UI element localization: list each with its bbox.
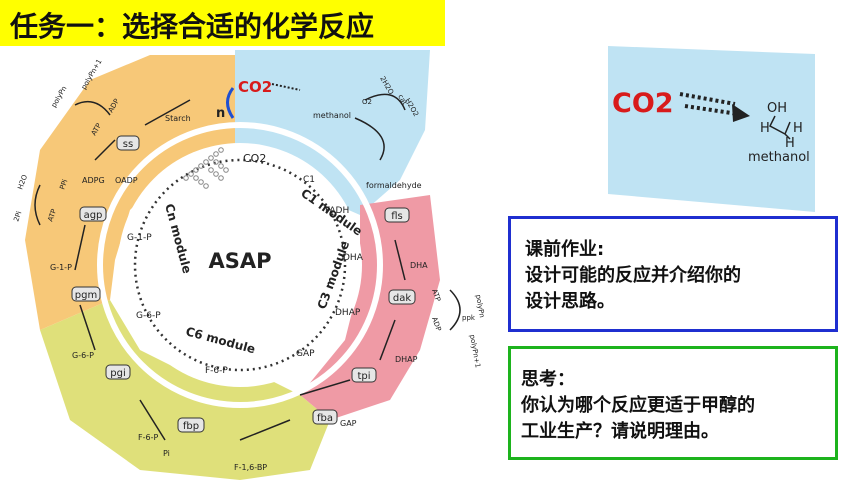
think-line2: 工业生产？请说明理由。 xyxy=(521,421,719,442)
homework-box: 课前作业: 设计可能的反应并介绍你的 设计思路。 xyxy=(508,216,838,332)
enzyme-pgi: pgi xyxy=(110,368,125,379)
outer-n: n xyxy=(216,106,225,121)
enzyme-agp: agp xyxy=(84,210,103,221)
outer-ppk: ppk xyxy=(462,314,476,322)
zoom-co2: CO2 xyxy=(612,88,674,119)
outer-methanol: methanol xyxy=(313,111,351,120)
inner-dhap: DHAP xyxy=(335,308,361,318)
outer-dha: DHA xyxy=(410,261,428,270)
c6-module-sector xyxy=(40,300,330,480)
asap-pathway-diagram: ASAP C1 module C3 module C6 module Cn mo… xyxy=(12,50,486,480)
inner-f6p: F-6-P xyxy=(205,366,228,376)
homework-line2: 设计思路。 xyxy=(525,291,615,312)
outer-polyp-right: polyPn xyxy=(474,294,486,318)
outer-atp-right: ATP xyxy=(430,288,442,303)
outer-adpg: ADPG xyxy=(82,176,105,185)
outer-dhap: DHAP xyxy=(395,355,418,364)
enzyme-fls: fls xyxy=(391,211,403,222)
inner-dha: DHA xyxy=(343,253,364,263)
enzyme-fba: fba xyxy=(317,413,333,424)
outer-co2: CO2 xyxy=(238,78,272,96)
zoom-h3: H xyxy=(785,136,795,151)
outer-starch: Starch xyxy=(165,114,191,123)
outer-atp-left: ATP xyxy=(46,208,58,223)
outer-polyp1-right: polyPn+1 xyxy=(468,334,482,369)
dotted-arrow-icon xyxy=(679,92,739,116)
title-banner: 任务一：选择合适的化学反应 xyxy=(0,0,445,46)
inner-g1p: G-1-P xyxy=(127,233,152,243)
outer-ppi: PPi xyxy=(58,178,69,190)
inner-fadh: FADH xyxy=(325,206,349,216)
outer-g6p: G-6-P xyxy=(72,351,94,360)
outer-polyp-top: polyPn xyxy=(50,85,69,109)
homework-heading: 课前作业: xyxy=(525,239,605,260)
inner-g6p: G-6-P xyxy=(136,311,161,321)
zoom-h1: H xyxy=(760,121,770,136)
outer-adp-right: ADP xyxy=(430,316,442,332)
inner-c1: C1 xyxy=(303,175,315,185)
co2-to-methanol-zoom: CO2 OH H H H methanol xyxy=(608,46,815,212)
inner-gap: GAP xyxy=(296,349,315,359)
outer-twopi: 2Pi xyxy=(12,210,23,223)
enzyme-pgm: pgm xyxy=(75,290,97,301)
enzyme-ss: ss xyxy=(123,139,133,150)
outer-f16bp: F-1,6-BP xyxy=(234,463,267,472)
zoom-h2: H xyxy=(793,121,803,136)
outer-g1p: G-1-P xyxy=(50,263,72,272)
outer-gap: GAP xyxy=(340,419,357,428)
enzyme-dak: dak xyxy=(393,293,411,304)
zoom-methanol: methanol xyxy=(748,150,810,165)
starch-branch-icon xyxy=(183,147,229,189)
homework-line1: 设计可能的反应并介绍你的 xyxy=(525,265,741,286)
think-heading: 思考： xyxy=(521,369,575,390)
enzyme-tpi: tpi xyxy=(357,371,370,382)
think-line1: 你认为哪个反应更适于甲醇的 xyxy=(521,395,755,416)
think-box: 思考： 你认为哪个反应更适于甲醇的 工业生产？请说明理由。 xyxy=(508,346,838,460)
inner-co2: CO2 xyxy=(243,152,266,165)
outer-formaldehyde: formaldehyde xyxy=(366,181,422,190)
enzyme-fbp: fbp xyxy=(183,421,199,432)
asap-label: ASAP xyxy=(208,249,271,273)
outer-o2: O2 xyxy=(362,98,372,106)
outer-h2o: H2O xyxy=(16,173,29,191)
zoom-oh: OH xyxy=(767,101,787,116)
outer-pi: Pi xyxy=(163,449,170,458)
page-title: 任务一：选择合适的化学反应 xyxy=(10,10,375,43)
outer-oadp: OADP xyxy=(115,176,138,185)
outer-f6p: F-6-P xyxy=(138,433,158,442)
